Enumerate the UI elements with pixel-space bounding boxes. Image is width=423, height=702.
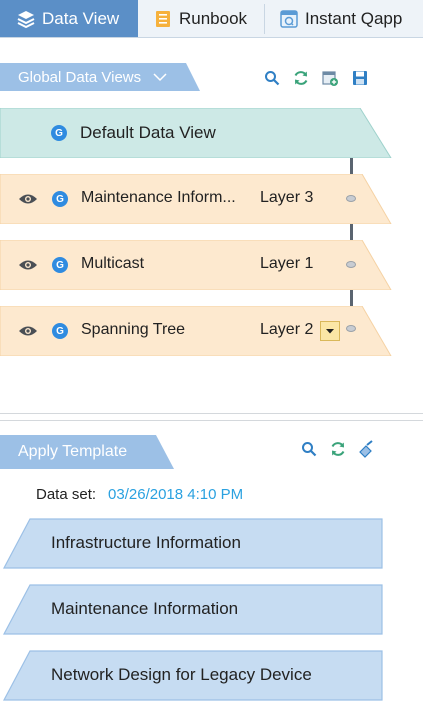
row-label: Multicast xyxy=(81,255,145,272)
template-item[interactable]: Maintenance Information xyxy=(0,584,384,635)
dataset-line: Data set: 03/26/2018 4:10 PM xyxy=(36,486,243,503)
data-view-row[interactable]: G Maintenance Inform... Layer 3 xyxy=(0,174,392,224)
tab-data-view[interactable]: Data View xyxy=(0,0,138,37)
tab-label: Runbook xyxy=(179,8,248,28)
global-badge-icon: G xyxy=(52,191,68,207)
template-label: Infrastructure Information xyxy=(51,533,241,552)
connector-knob[interactable] xyxy=(346,195,356,202)
save-icon[interactable] xyxy=(351,69,369,87)
runbook-icon xyxy=(153,9,173,29)
section-divider xyxy=(0,413,423,414)
global-badge-icon: G xyxy=(52,323,68,339)
global-data-views-header[interactable]: Global Data Views xyxy=(0,63,200,91)
template-label: Network Design for Legacy Device xyxy=(51,665,312,684)
layer-label: Layer 1 xyxy=(260,255,314,272)
refresh-icon[interactable] xyxy=(329,440,347,458)
row-label: Maintenance Inform... xyxy=(81,189,236,206)
default-data-view-row[interactable]: G Default Data View xyxy=(0,108,392,158)
global-badge-icon: G xyxy=(51,125,67,141)
search-icon[interactable] xyxy=(263,69,281,87)
apply-template-header: Apply Template xyxy=(0,435,174,469)
clear-icon[interactable] xyxy=(357,440,375,458)
dataset-label: Data set: xyxy=(36,486,97,503)
qapp-icon xyxy=(279,9,299,29)
layer-dropdown-button[interactable] xyxy=(320,321,340,341)
connector-knob[interactable] xyxy=(346,325,356,332)
layer-label: Layer 3 xyxy=(260,189,314,206)
layer-label: Layer 2 xyxy=(260,321,314,338)
data-view-row[interactable]: G Spanning Tree Layer 2 xyxy=(0,306,392,356)
tab-label: Instant Qapp xyxy=(305,8,403,28)
tab-label: Data View xyxy=(42,8,120,28)
eye-icon[interactable] xyxy=(18,324,38,338)
template-item[interactable]: Infrastructure Information xyxy=(0,518,384,569)
new-view-icon[interactable] xyxy=(321,69,339,87)
template-label: Maintenance Information xyxy=(51,599,239,618)
section-divider xyxy=(0,420,423,421)
chevron-down-icon[interactable] xyxy=(153,72,167,82)
data-view-row[interactable]: G Multicast Layer 1 xyxy=(0,240,392,290)
template-item[interactable]: Network Design for Legacy Device xyxy=(0,650,384,701)
tab-runbook[interactable]: Runbook xyxy=(153,0,263,37)
tab-bar: Data View Runbook Instant Qapp xyxy=(0,0,423,38)
global-badge-icon: G xyxy=(52,257,68,273)
dataset-value[interactable]: 03/26/2018 4:10 PM xyxy=(108,486,244,503)
refresh-icon[interactable] xyxy=(292,69,310,87)
layers-icon xyxy=(16,9,36,29)
connector-knob[interactable] xyxy=(346,261,356,268)
tab-instant-qapp[interactable]: Instant Qapp xyxy=(279,0,423,37)
eye-icon[interactable] xyxy=(18,258,38,272)
search-icon[interactable] xyxy=(300,440,318,458)
row-label: Default Data View xyxy=(80,123,216,142)
row-label: Spanning Tree xyxy=(81,321,186,338)
eye-icon[interactable] xyxy=(18,192,38,206)
